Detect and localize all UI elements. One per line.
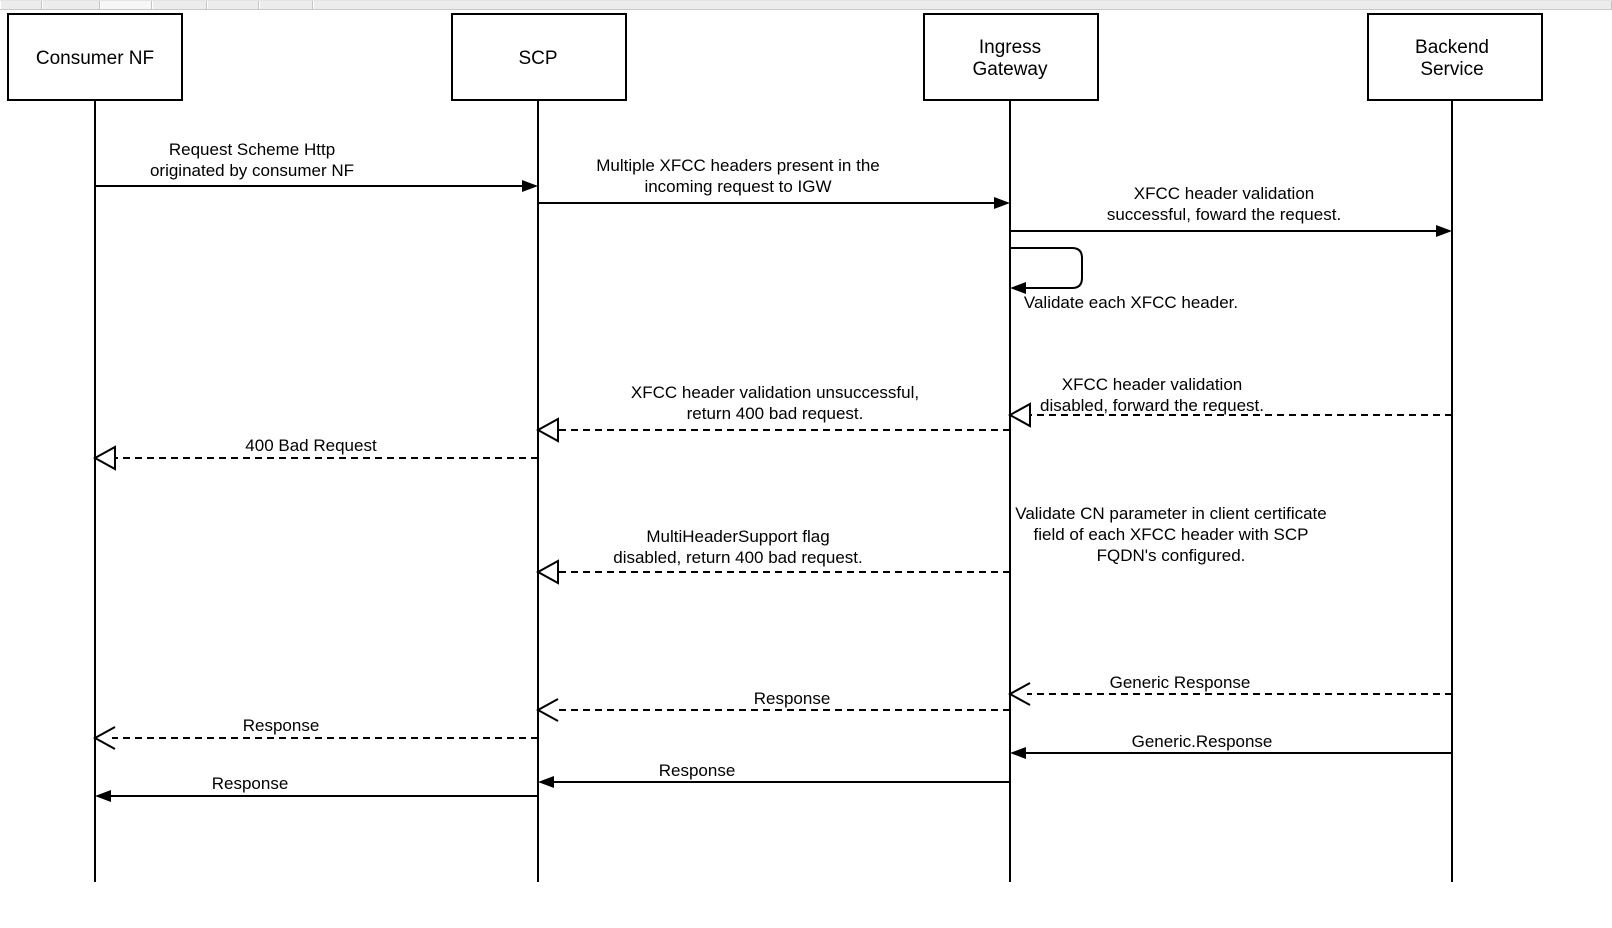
message-m14[interactable]: Response — [538, 761, 1010, 788]
arrowhead-m4 — [1010, 282, 1026, 294]
note-label-m8: Validate CN parameter in client certific… — [1015, 504, 1327, 565]
participant-box-backend-service[interactable] — [1367, 13, 1543, 101]
toolbar-tab-3[interactable] — [100, 1, 153, 9]
toolbar-tab-5[interactable] — [206, 1, 260, 9]
message-label-m7: 400 Bad Request — [245, 436, 377, 455]
message-m12[interactable]: Response — [92, 716, 538, 750]
arrowhead-m1 — [522, 180, 538, 192]
participant-scp: SCP — [451, 13, 627, 882]
message-m4[interactable]: Validate each XFCC header. — [1010, 247, 1238, 312]
message-label-m12: Response — [243, 716, 320, 735]
message-m7[interactable]: 400 Bad Request — [92, 436, 538, 471]
message-m10[interactable]: Generic Response — [1007, 673, 1452, 706]
arrowhead-m6 — [535, 417, 559, 443]
participant-label-consumer-nf: Consumer NF — [36, 48, 154, 69]
arrowhead-m5 — [1007, 402, 1031, 428]
self-loop-path-m4 — [1010, 247, 1083, 289]
arrowhead-m13 — [1010, 747, 1026, 759]
participant-consumer-nf: Consumer NF — [7, 13, 183, 882]
message-m8[interactable]: Validate CN parameter in client certific… — [1015, 504, 1327, 565]
arrowhead-m2 — [994, 197, 1010, 209]
arrowhead-m3 — [1436, 225, 1452, 237]
arrowhead-m10 — [1007, 682, 1031, 706]
message-label-m6: XFCC header validation unsuccessful,retu… — [631, 383, 919, 423]
message-label-m10: Generic Response — [1110, 673, 1251, 692]
message-m13[interactable]: Generic.Response — [1010, 732, 1452, 759]
arrowhead-m9 — [535, 559, 559, 585]
arrowhead-m7 — [92, 445, 116, 471]
message-label-m13: Generic.Response — [1132, 732, 1273, 751]
participant-box-consumer-nf[interactable] — [7, 13, 183, 101]
toolbar-tab-4[interactable] — [152, 1, 207, 9]
participant-label-scp: SCP — [518, 48, 557, 69]
arrowhead-m14 — [538, 776, 554, 788]
message-label-m15: Response — [212, 774, 289, 793]
message-label-m11: Response — [754, 689, 831, 708]
message-m6[interactable]: XFCC header validation unsuccessful,retu… — [535, 383, 1010, 443]
toolbar-tab-1[interactable] — [0, 1, 42, 9]
message-label-m14: Response — [659, 761, 736, 780]
toolbar-tab-6[interactable] — [259, 1, 314, 9]
arrowhead-m11 — [535, 698, 559, 722]
participant-box-scp[interactable] — [451, 13, 627, 101]
browser-toolbar-strip — [0, 0, 1612, 10]
message-label-m4: Validate each XFCC header. — [1024, 293, 1238, 312]
message-m11[interactable]: Response — [535, 689, 1010, 722]
participant-box-ingress-gateway[interactable] — [923, 13, 1099, 101]
arrowhead-m15 — [95, 790, 111, 802]
arrowhead-m12 — [92, 726, 116, 750]
message-m15[interactable]: Response — [95, 774, 538, 802]
toolbar-tab-2[interactable] — [41, 1, 101, 9]
